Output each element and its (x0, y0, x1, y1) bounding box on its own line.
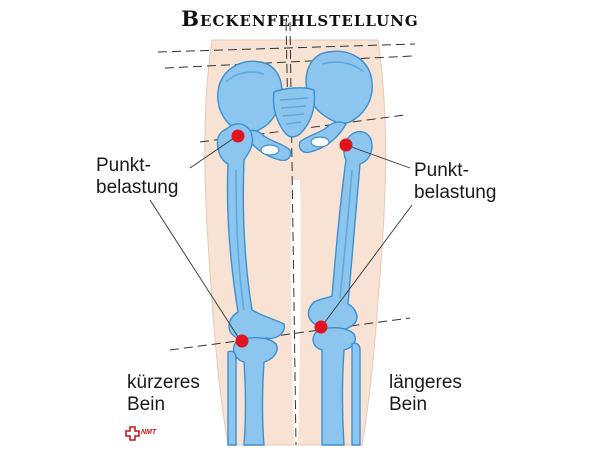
label-right-point-load-line2: belastung (414, 182, 497, 203)
pelvis (217, 50, 373, 162)
label-left-point-load-line1: Punkt- (96, 155, 151, 176)
centre-line-2 (285, 21, 289, 121)
sacrum-ridges (279, 97, 309, 125)
label-right-point-load: Punkt- belastung (414, 160, 496, 204)
right-tibia (312, 327, 356, 446)
right-fibula (351, 342, 361, 446)
label-long-leg: längeres Bein (389, 372, 462, 416)
label-short-leg: kürzeres Bein (127, 372, 200, 416)
label-right-point-load-line1: Punkt- (414, 160, 469, 181)
pressure-points (231, 129, 353, 348)
right-ilium-crest (321, 61, 365, 73)
left-tibia (232, 337, 278, 446)
left-femur-shade (235, 169, 245, 311)
femurs (216, 123, 373, 342)
hip-line-upper (157, 43, 416, 53)
point-left-knee (235, 334, 249, 348)
lower-legs (227, 327, 361, 446)
label-left-point-load-line2: belastung (96, 177, 179, 198)
diagram-title: Beckenfehlstellung (181, 6, 419, 31)
nmt-logo-icon (125, 426, 140, 441)
label-short-leg-line1: kürzeres (127, 372, 200, 393)
label-long-leg-line2: Bein (389, 394, 428, 415)
leader-left-hip (189, 135, 238, 169)
label-left-point-load: Punkt- belastung (96, 155, 178, 199)
label-short-leg-line2: Bein (127, 394, 166, 415)
leader-lines (149, 135, 413, 341)
leader-left-knee (149, 199, 241, 341)
point-left-hip (231, 129, 245, 143)
logo-text: NMT (141, 429, 157, 436)
left-fibula (227, 350, 237, 446)
right-femur-shade (339, 169, 353, 299)
left-ilium-crest (225, 71, 265, 83)
left-obturator-foramen (260, 144, 280, 156)
left-femur (216, 123, 285, 342)
right-obturator-foramen (310, 136, 330, 148)
label-long-leg-line1: längeres (389, 372, 462, 393)
joint-line-knee (169, 317, 411, 351)
point-right-hip (339, 138, 353, 152)
leader-right-hip (345, 144, 411, 169)
leader-right-knee (321, 204, 413, 327)
point-right-knee (314, 320, 328, 334)
